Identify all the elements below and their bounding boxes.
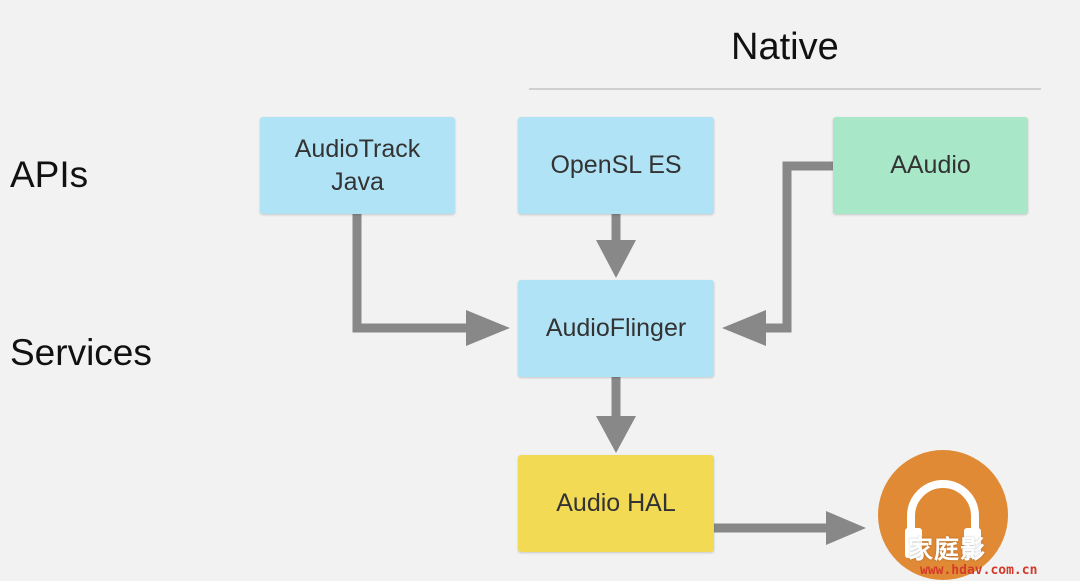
arrowhead-opensl: [596, 240, 636, 278]
aaudio-box: AAudio: [833, 117, 1028, 214]
audiotrack-java-label: AudioTrack Java: [294, 134, 421, 196]
opensl-es-label: OpenSL ES: [550, 151, 682, 179]
watermark-url: www.hdav.com.cn: [920, 563, 1038, 578]
arrowhead-aaudio: [722, 310, 766, 346]
arrow-audiotrack-to-flinger: [352, 214, 468, 333]
row-label-services: Services: [10, 332, 152, 373]
native-divider: [529, 88, 1041, 90]
opensl-es-box: OpenSL ES: [518, 117, 714, 214]
audioflinger-label: AudioFlinger: [545, 314, 687, 342]
arrowhead-audiotrack: [466, 310, 510, 346]
arrow-aaudio-to-flinger: [766, 161, 833, 333]
headphones-icon: [878, 450, 1008, 580]
audio-hal-label: Audio HAL: [556, 489, 676, 517]
audioflinger-box: AudioFlinger: [518, 280, 714, 377]
row-label-apis: APIs: [10, 154, 89, 195]
arrowhead-hal: [826, 511, 866, 545]
arrowhead-flinger: [596, 416, 636, 453]
audio-hal-box: Audio HAL: [518, 455, 714, 552]
audiotrack-java-box: AudioTrack Java: [260, 117, 455, 214]
native-label: Native: [731, 26, 839, 68]
watermark-text: 家庭影: [908, 536, 987, 564]
aaudio-label: AAudio: [890, 151, 971, 179]
